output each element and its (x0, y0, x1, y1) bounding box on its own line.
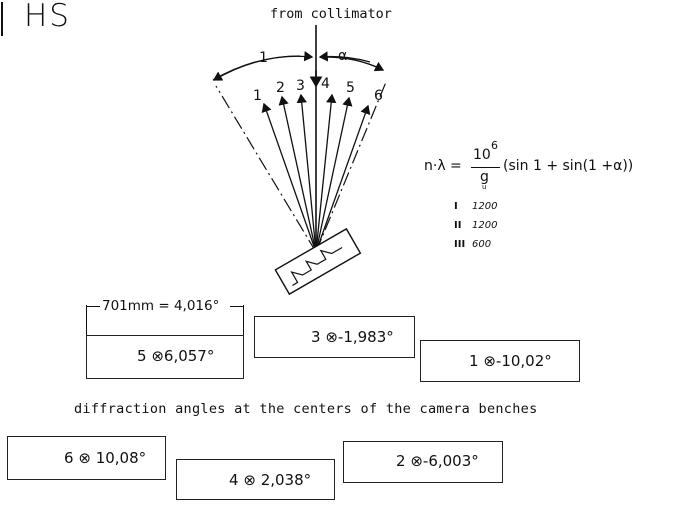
bench-label: 4 ⊗ 2,038° (229, 471, 311, 489)
fraction-bar (471, 167, 500, 169)
scale-arrow-left (86, 306, 100, 308)
bench-number: 1 (469, 352, 479, 370)
collimator-label: from collimator (270, 6, 392, 22)
formula-denominator-unit: u (482, 183, 487, 191)
bench-label: 3 ⊗-1,983° (311, 328, 394, 346)
formula-rhs: (sin 1 + sin(1 +α)) (503, 158, 634, 174)
diffracted-ray-3 (296, 93, 317, 253)
right-envelope-line (315, 81, 387, 253)
bench-angle: -10,02° (495, 352, 552, 370)
diffracted-ray-5 (315, 96, 353, 253)
grating (274, 227, 362, 296)
bench-label: 6 ⊗ 10,08° (64, 449, 146, 467)
bench-angle: 2,038° (260, 471, 312, 489)
bench-box-1: 1 ⊗-10,02° (420, 340, 580, 382)
formula-lhs: n·λ = (424, 158, 462, 174)
bench-number: 2 (396, 452, 406, 470)
bench-box-4: 4 ⊗ 2,038° (176, 459, 335, 500)
grating-item: II 1200 (454, 215, 497, 233)
diffracted-ray-1 (261, 102, 317, 253)
ray-label-5: 5 (346, 80, 355, 96)
page-title: HS (24, 0, 71, 34)
offset-angle-arc-back (318, 51, 371, 63)
offset-angle-arc (319, 56, 385, 72)
ray-label-3: 3 (296, 78, 305, 94)
grating-roman: I (454, 201, 458, 212)
scale-note: 701mm = 4,016° (102, 298, 220, 314)
margin-stroke (1, 2, 3, 36)
left-envelope-line (215, 85, 317, 253)
bench-label: 1 ⊗-10,02° (469, 352, 552, 370)
diffracted-ray-6 (315, 104, 371, 253)
angle-marker-icon: ⊗ (325, 328, 338, 346)
incidence-angle-arc-back (212, 55, 301, 81)
grating-item: III 600 (454, 234, 491, 252)
ray-label-4: 4 (321, 76, 330, 92)
grating-item: I 1200 (454, 196, 497, 214)
bench-angle: 10,08° (95, 449, 147, 467)
angle-marker-icon: ⊗ (483, 352, 496, 370)
bench-box-2: 2 ⊗-6,003° (343, 441, 503, 483)
scale-arrow-right (230, 306, 244, 308)
bench-number: 5 (137, 347, 147, 365)
bench-angle: -1,983° (337, 328, 394, 346)
formula-numerator: 10 (473, 147, 491, 163)
bench-number: 6 (64, 449, 74, 467)
bench-label: 5 ⊗6,057° (137, 347, 214, 365)
caption: diffraction angles at the centers of the… (74, 401, 538, 417)
diffracted-ray-4 (315, 93, 337, 253)
angle-marker-icon: ⊗ (78, 449, 91, 467)
bench-box-5: 5 ⊗6,057° (86, 335, 244, 379)
diffracted-rays (261, 93, 371, 253)
angle-marker-icon: ⊗ (151, 347, 164, 365)
ray-label-1: 1 (253, 88, 262, 104)
scale-bracket-right (243, 305, 245, 335)
bench-box-6: 6 ⊗ 10,08° (7, 436, 166, 480)
grating-lines: 600 (472, 239, 492, 250)
angle-marker-icon: ⊗ (243, 471, 256, 489)
grating-lines: 1200 (472, 201, 498, 212)
scale-bracket-left (86, 305, 88, 335)
offset-angle-label: α (338, 48, 348, 64)
grating-roman: II (454, 220, 462, 231)
bench-number: 4 (229, 471, 239, 489)
bench-number: 3 (311, 328, 321, 346)
incidence-angle-label: 1 (259, 50, 268, 66)
bench-label: 2 ⊗-6,003° (396, 452, 479, 470)
formula-denominator: g (480, 169, 489, 185)
grating-roman: III (454, 239, 466, 250)
formula-exponent: 6 (491, 139, 498, 152)
ray-label-2: 2 (276, 80, 285, 96)
bench-angle: -6,003° (422, 452, 479, 470)
ray-label-6: 6 (374, 88, 383, 104)
grating-lines: 1200 (472, 220, 498, 231)
grating-list: I 1200 II 1200 III 600 (454, 196, 534, 252)
bench-angle: 6,057° (163, 347, 215, 365)
bench-box-3: 3 ⊗-1,983° (254, 316, 415, 358)
diffracted-ray-2 (278, 95, 317, 253)
angle-marker-icon: ⊗ (410, 452, 423, 470)
